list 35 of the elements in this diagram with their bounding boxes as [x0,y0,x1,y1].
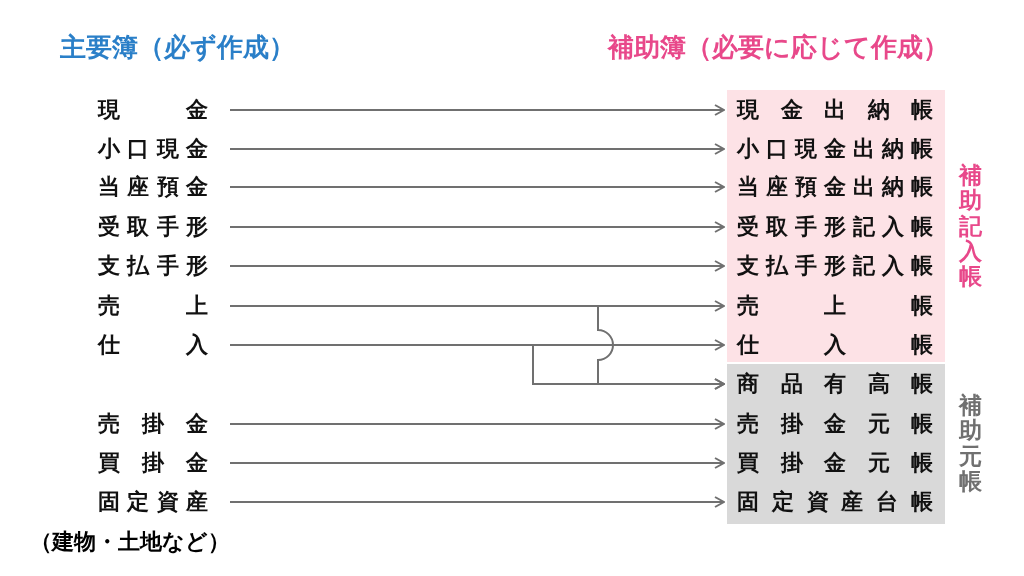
arrow [229,260,725,272]
arrow [229,221,725,233]
section-heading: 補助簿（必要に応じて作成） [608,31,949,64]
arrow [229,143,725,155]
ledger-name: 買掛金元帳 [737,452,933,474]
account-note: （建物・土地など） [30,528,230,556]
ledger-name: 当座預金出納帳 [737,176,933,198]
ledger-name: 商品有高帳 [737,373,933,395]
arrow [229,496,725,508]
account-name: 買掛金 [98,452,208,474]
ledger-name: 売上帳 [737,295,933,317]
ledger-name: 小口現金出納帳 [737,138,933,160]
ledger-name: 支払手形記入帳 [737,255,933,277]
group-heading: 補助記入帳 [959,162,982,290]
ledger-name: 受取手形記入帳 [737,216,933,238]
ledger-name: 現金出納帳 [737,99,933,121]
account-name: 支払手形 [98,255,208,277]
account-name: 売上 [98,295,208,317]
account-name: 売掛金 [98,413,208,435]
account-name: 仕入 [98,334,208,356]
arrow [229,457,725,469]
account-name: 小口現金 [98,138,208,160]
arrow [229,181,725,193]
arrow [229,104,725,116]
account-name: 当座預金 [98,176,208,198]
ledger-name: 売掛金元帳 [737,413,933,435]
group-heading: 補助元帳 [959,393,982,495]
account-name: 現金 [98,99,208,121]
arrow [229,418,725,430]
account-name: 固定資産 [98,491,208,513]
arrow [229,344,725,390]
ledger-name: 仕入帳 [737,334,933,356]
ledger-name: 固定資産台帳 [737,491,933,513]
section-heading: 主要簿（必ず作成） [60,31,295,64]
account-name: 受取手形 [98,216,208,238]
